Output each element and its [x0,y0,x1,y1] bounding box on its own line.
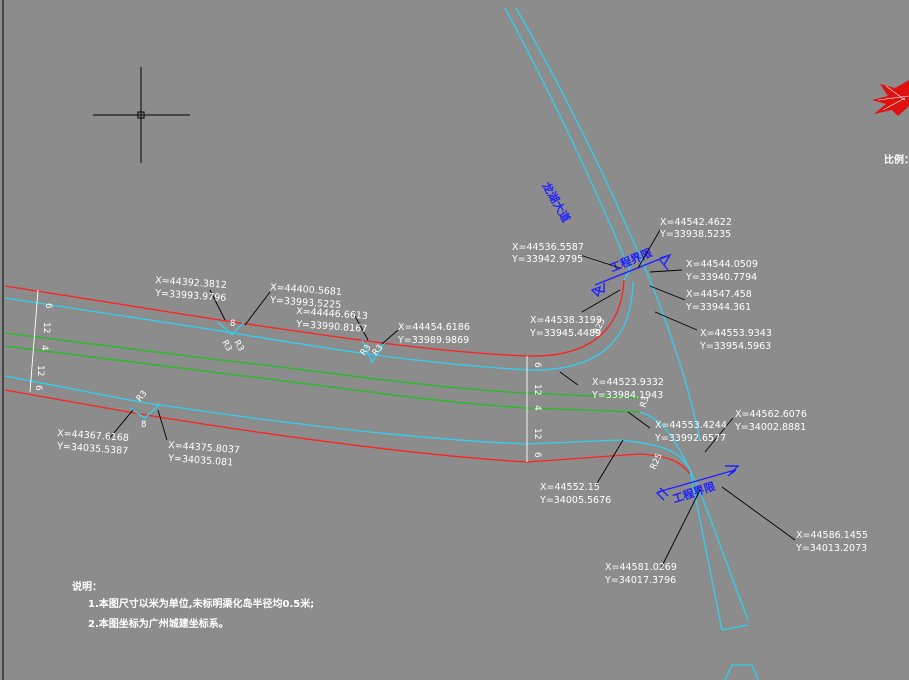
svg-text:X=44581.0269: X=44581.0269 [605,562,677,573]
svg-text:Y=34005.5676: Y=34005.5676 [539,495,611,506]
north-arrow-icon [872,80,909,116]
svg-text:X=44547.458: X=44547.458 [686,289,752,300]
svg-text:X=44392.3812: X=44392.3812 [155,275,227,291]
road-edge-south [4,389,691,475]
svg-text:6: 6 [532,452,542,458]
svg-text:Y=33942.9795: Y=33942.9795 [511,254,583,265]
dimension-right: 6 12 4 12 6 [526,356,542,462]
svg-text:8: 8 [141,420,146,430]
svg-text:12: 12 [532,428,542,439]
svg-text:4: 4 [39,345,49,351]
svg-text:X=44586.1455: X=44586.1455 [796,530,868,541]
road-edge-north [4,279,625,357]
svg-text:X=44542.4622: X=44542.4622 [660,217,732,228]
svg-text:Y=33993.5225: Y=33993.5225 [269,295,342,311]
svg-text:X=44536.5587: X=44536.5587 [512,242,584,253]
svg-text:X=44400.5681: X=44400.5681 [270,282,342,298]
median-line-1 [4,332,641,399]
road-name-label: 龙湖大道 [539,179,574,225]
svg-text:Y=33989.9869: Y=33989.9869 [397,335,469,346]
svg-text:Y=33945.4489: Y=33945.4489 [529,328,601,339]
svg-text:12: 12 [41,322,51,333]
svg-text:X=44552.15: X=44552.15 [540,482,600,493]
svg-text:X=44375.8037: X=44375.8037 [168,440,240,456]
boundary-marker-north: 工程界限 [590,245,672,298]
svg-text:X=44523.9332: X=44523.9332 [592,377,664,388]
crosshair-cursor [93,67,190,163]
notes-line-1: 1.本图尺寸以米为单位,未标明渠化岛半径均0.5米; [88,597,314,610]
svg-text:Y=33938.5235: Y=33938.5235 [659,229,731,240]
svg-text:Y=34002.8881: Y=34002.8881 [734,422,806,433]
svg-text:Y=34035.5387: Y=34035.5387 [56,441,129,457]
svg-text:X=44553.9343: X=44553.9343 [700,328,772,339]
svg-text:X=44553.4244: X=44553.4244 [655,420,727,431]
svg-text:X=44544.0509: X=44544.0509 [686,259,758,270]
svg-text:12: 12 [35,365,45,376]
svg-text:6: 6 [43,303,53,309]
svg-text:6: 6 [33,385,43,391]
leader-lines [107,229,796,571]
notes: 说明： 1.本图尺寸以米为单位,未标明渠化岛半径均0.5米; 2.本图坐标为广州… [72,580,314,630]
svg-text:6: 6 [532,362,542,368]
crossroad-end [721,624,749,631]
notes-line-2: 2.本图坐标为广州城建坐标系。 [88,617,229,630]
svg-text:Y=33954.5963: Y=33954.5963 [699,341,771,352]
svg-text:X=44446.6613: X=44446.6613 [296,306,368,322]
road-segment-bottom [724,664,759,680]
radius-label-r3-east: R3 [638,395,651,409]
svg-text:R3: R3 [231,339,245,354]
island-1: 8 R3 R3 [217,319,246,354]
crossroad-west-edge [504,7,631,281]
svg-text:8: 8 [230,319,235,329]
svg-text:Y=33993.9796: Y=33993.9796 [154,288,227,304]
svg-text:Y=33944.361: Y=33944.361 [685,302,751,313]
svg-text:X=44538.3199: X=44538.3199 [530,315,602,326]
svg-text:Y=33940.7794: Y=33940.7794 [685,272,757,283]
svg-text:Y=33992.6577: Y=33992.6577 [654,433,726,444]
svg-text:4: 4 [532,405,542,411]
svg-text:R3: R3 [219,339,233,354]
svg-text:Y=34035.081: Y=34035.081 [167,453,234,469]
svg-text:X=44562.6076: X=44562.6076 [735,409,807,420]
coordinate-labels: X=44542.4622 Y=33938.5235 X=44536.5587 Y… [56,217,868,586]
curb-south [4,375,691,471]
boundary-marker-south: 工程界限 [655,465,740,506]
curb-north [4,281,634,371]
svg-text:Y=34013.2073: Y=34013.2073 [795,543,867,554]
notes-title: 说明： [72,580,102,593]
svg-text:12: 12 [532,384,542,395]
crossroad-east-edge [515,7,701,441]
svg-text:Y=33990.8167: Y=33990.8167 [295,319,368,335]
scale-label: 比例： [884,153,909,166]
svg-text:X=44367.6168: X=44367.6168 [57,428,129,444]
svg-text:Y=33984.1943: Y=33984.1943 [591,390,663,401]
svg-text:X=44454.6186: X=44454.6186 [398,322,470,333]
svg-text:Y=34017.3796: Y=34017.3796 [604,575,676,586]
island-3: 8 R3 [129,389,161,430]
median-line-2 [4,345,641,413]
dimension-left: 6 12 4 12 6 [29,289,53,393]
crossroad-south-west-edge [639,411,723,631]
